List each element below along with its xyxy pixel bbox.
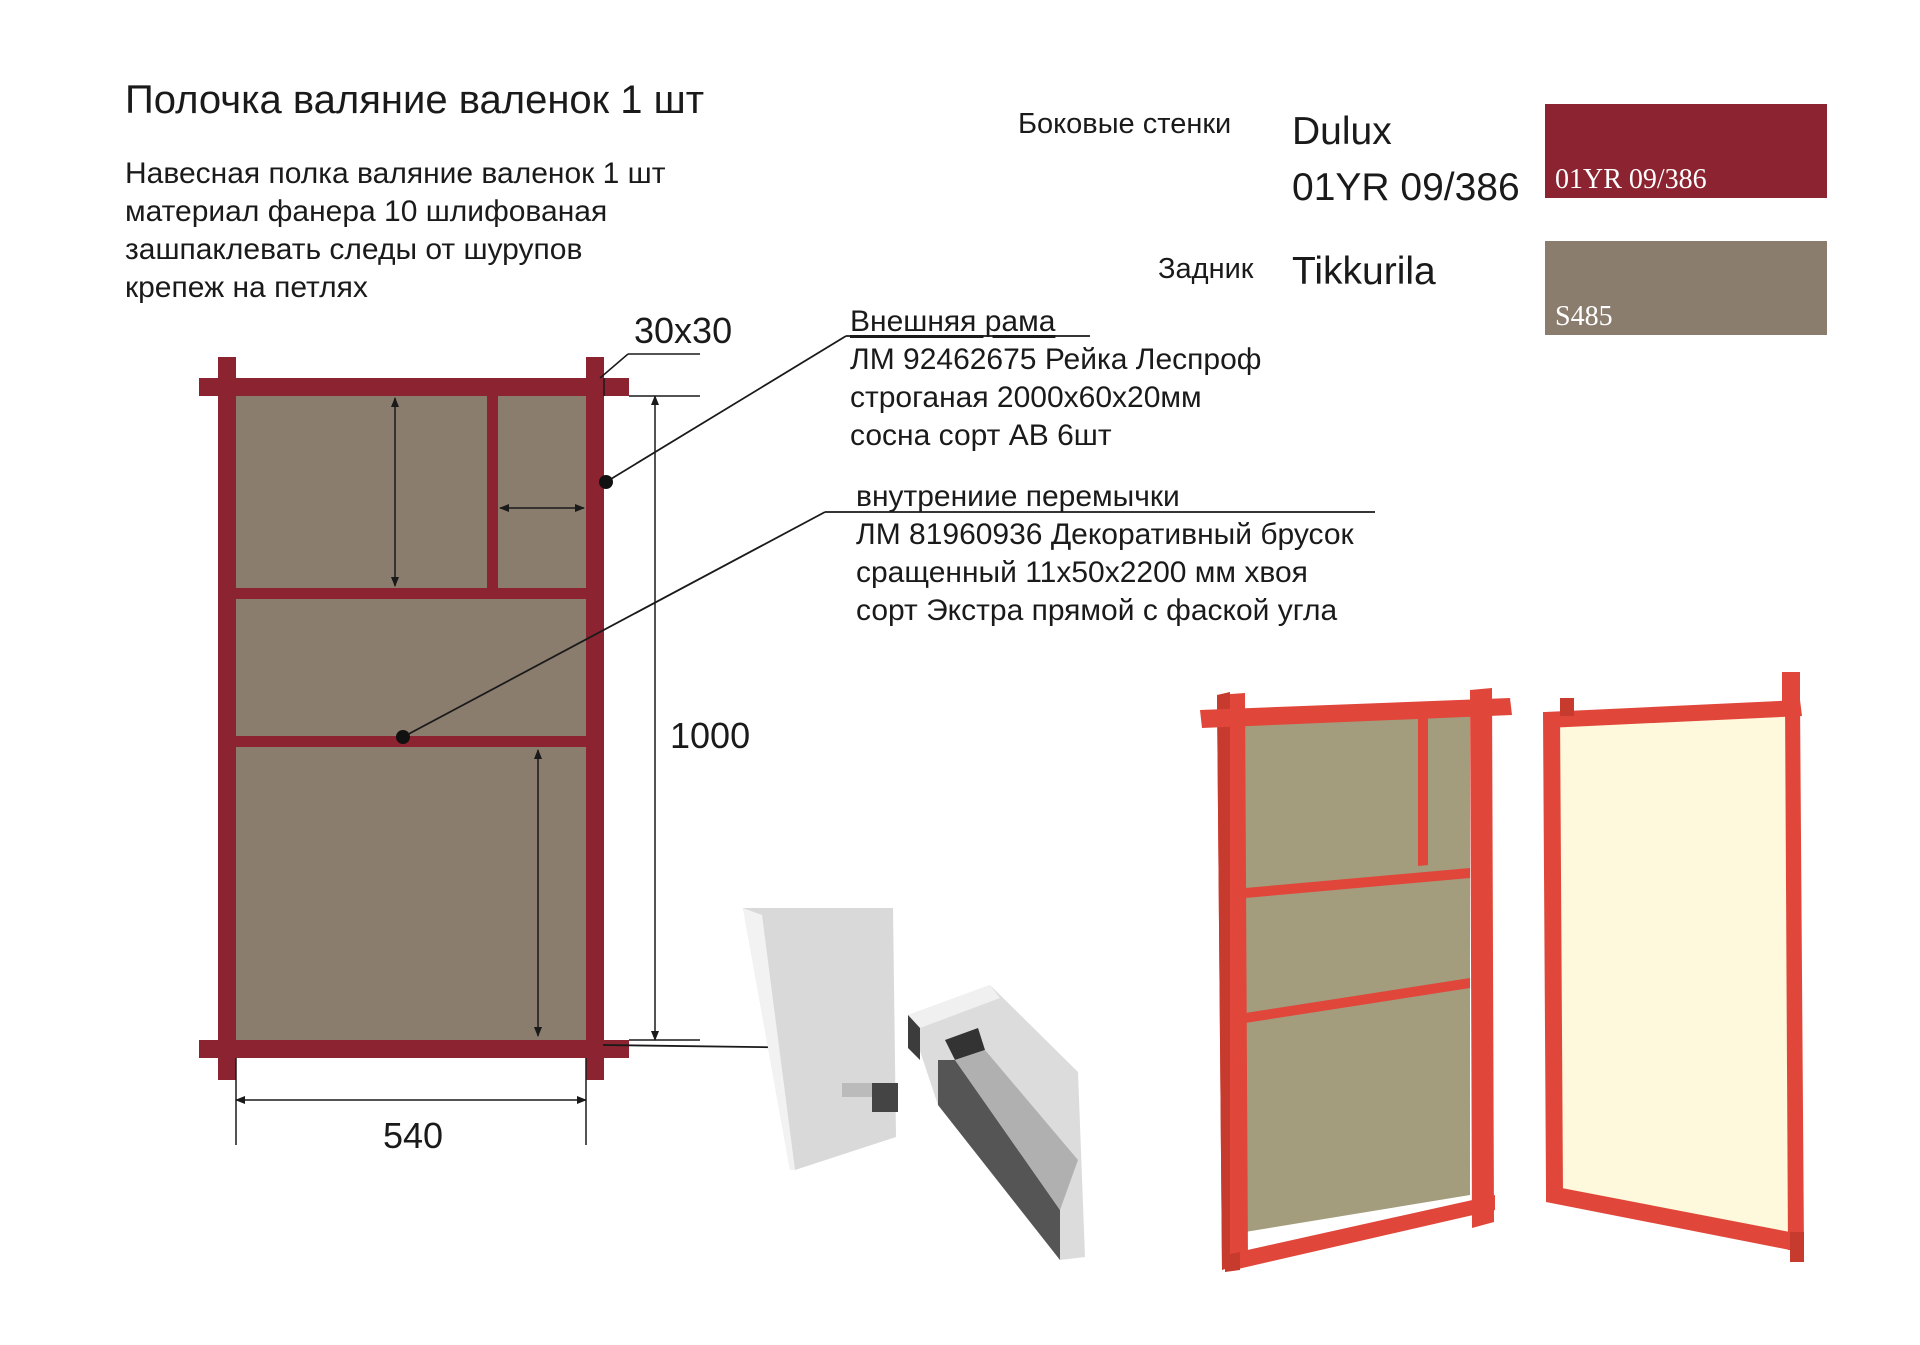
inner-bars-callout: внутрениие перемычки ЛМ 81960936 Декорат… (856, 478, 1354, 630)
back-brand: Tikkurila (1292, 250, 1436, 293)
back-panel (236, 392, 586, 1045)
side-walls-brand-code: 01YR 09/386 (1292, 166, 1520, 209)
render-front (1200, 688, 1512, 1272)
side-walls-swatch-code: 01YR 09/386 (1555, 164, 1707, 195)
inner-bars-heading: внутрениие перемычки (856, 480, 1180, 513)
outer-frame-dot (599, 475, 613, 489)
bottom-rail (199, 1040, 629, 1058)
render-back (1543, 672, 1804, 1262)
page-title: Полочка валяние валенок 1 шт (125, 78, 705, 122)
back-swatch: S485 (1545, 241, 1827, 335)
inner-bars-line: ЛМ 81960936 Декоративный брусок (856, 518, 1354, 551)
description-line: Навесная полка валяние валенок 1 шт (125, 157, 666, 190)
width-dimension: 540 (383, 1115, 444, 1156)
description-line: материал фанера 10 шлифованая (125, 195, 608, 228)
description-line: зашпаклевать следы от шурупов (125, 233, 583, 266)
outer-frame-heading: Внешняя рама (850, 305, 1056, 338)
callout-leaders (402, 335, 1375, 1049)
dimension-lines (235, 353, 700, 1145)
inner-bars-dot (396, 730, 410, 744)
inner-bars-line: сращенный 11х50х2200 мм хвоя (856, 556, 1308, 589)
outer-frame-line: ЛМ 92462675 Рейка Леспроф (850, 343, 1262, 376)
joint-detail (743, 908, 1085, 1260)
front-elevation (199, 357, 629, 1080)
description-line: крепеж на петлях (125, 271, 368, 304)
corner-dimension: 30х30 (634, 310, 733, 351)
description: Навесная полка валяние валенок 1 шт мате… (125, 155, 825, 307)
inner-bar-upper (236, 588, 586, 599)
back-swatch-code: S485 (1555, 301, 1613, 332)
inner-bar-lower (236, 736, 586, 747)
side-walls-brand: Dulux 01YR 09/386 (1292, 104, 1520, 216)
outer-frame-line: сосна сорт АВ 6шт (850, 419, 1112, 452)
side-walls-swatch: 01YR 09/386 (1545, 104, 1827, 198)
inner-bars-line: сорт Экстра прямой с фаской угла (856, 594, 1338, 627)
outer-frame-line: строганая 2000х60х20мм (850, 381, 1202, 414)
side-walls-brand-name: Dulux (1292, 110, 1392, 153)
back-label: Задник (1158, 253, 1254, 285)
outer-frame-callout: Внешняя рама ЛМ 92462675 Рейка Леспроф с… (850, 303, 1261, 455)
left-stile (218, 357, 236, 1080)
top-rail (199, 378, 629, 396)
total-height-dimension: 1000 (670, 715, 751, 756)
side-walls-label: Боковые стенки (1018, 108, 1232, 140)
inner-bar-vertical (487, 396, 498, 588)
right-stile (586, 357, 604, 1080)
